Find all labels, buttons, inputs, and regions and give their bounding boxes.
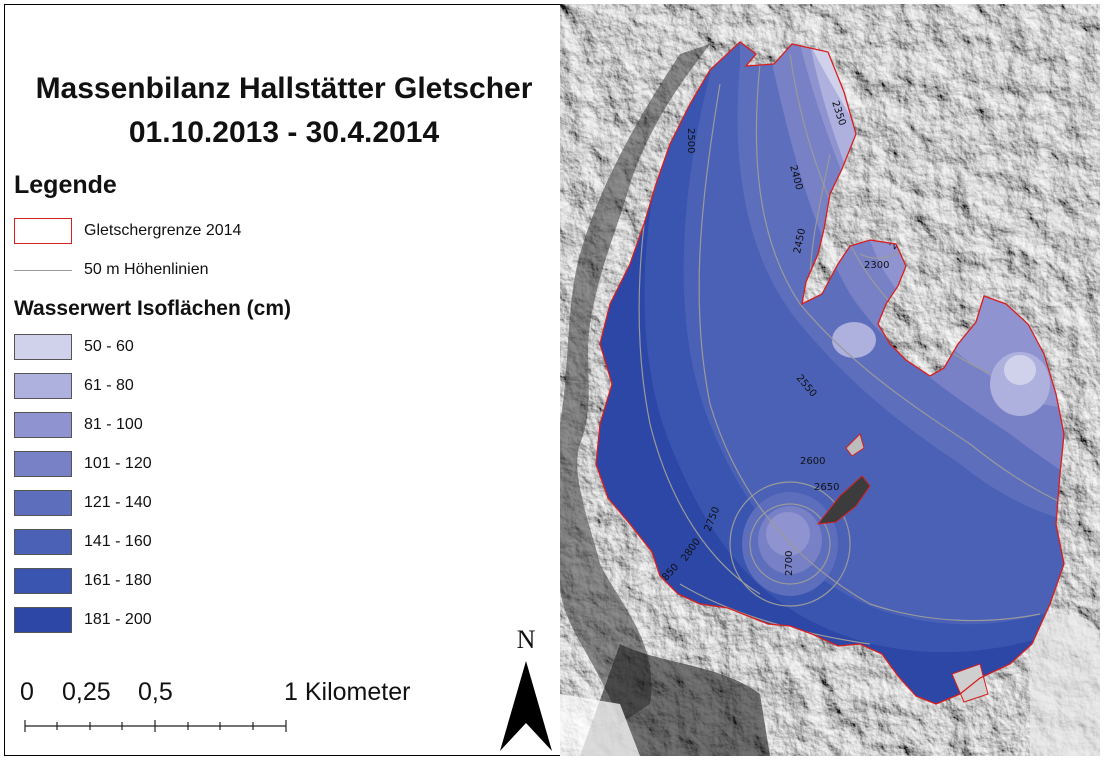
iso-label: 181 - 200 bbox=[84, 611, 152, 628]
iso-label: 161 - 180 bbox=[84, 572, 152, 589]
iso-swatch bbox=[14, 490, 72, 516]
iso-label: 50 - 60 bbox=[84, 338, 134, 355]
iso-swatch bbox=[14, 529, 72, 555]
iso-label: 61 - 80 bbox=[84, 377, 134, 394]
iso-legend-entry: 121 - 140 bbox=[14, 490, 152, 516]
iso-label: 81 - 100 bbox=[84, 416, 143, 433]
scale-label: 0,5 bbox=[138, 678, 173, 706]
north-arrow: N bbox=[496, 625, 556, 753]
iso-legend-entry: 141 - 160 bbox=[14, 529, 152, 555]
legend-heading: Legende bbox=[14, 171, 117, 199]
contour-label: 2650 bbox=[814, 482, 839, 493]
iso-legend-entry: 81 - 100 bbox=[14, 412, 143, 438]
scale-label: 1 Kilometer bbox=[284, 678, 411, 706]
iso-swatch bbox=[14, 451, 72, 477]
iso-swatch bbox=[14, 607, 72, 633]
iso-legend-entry: 101 - 120 bbox=[14, 451, 152, 477]
iso-legend-entry: 50 - 60 bbox=[14, 334, 134, 360]
contour-label: 2450 bbox=[792, 227, 808, 254]
iso-label: 101 - 120 bbox=[84, 455, 152, 472]
north-arrow-icon bbox=[500, 661, 552, 751]
iso-label: 141 - 160 bbox=[84, 533, 152, 550]
iso-legend-heading: Wasserwert Isoflächen (cm) bbox=[14, 297, 291, 320]
iso-swatch bbox=[14, 568, 72, 594]
contour-label: 2300 bbox=[864, 260, 889, 271]
map-date-range: 01.10.2013 - 30.4.2014 bbox=[128, 116, 440, 149]
legend-boundary-label: Gletschergrenze 2014 bbox=[84, 222, 242, 239]
legend-contour-entry: 50 m Höhenlinien bbox=[14, 257, 209, 283]
legend-boundary-entry: Gletschergrenze 2014 bbox=[14, 218, 241, 244]
iso-swatch bbox=[14, 334, 72, 360]
iso-legend-entry: 181 - 200 bbox=[14, 607, 152, 633]
boundary-swatch bbox=[14, 218, 72, 244]
contour-label: 2600 bbox=[800, 456, 825, 467]
iso-legend-entry: 161 - 180 bbox=[14, 568, 152, 594]
iso-label: 121 - 140 bbox=[84, 494, 152, 511]
contour-label: 2700 bbox=[784, 551, 795, 576]
contour-label: 2500 bbox=[685, 128, 696, 153]
north-label: N bbox=[516, 625, 536, 654]
iso-legend-entry: 61 - 80 bbox=[14, 373, 134, 399]
contour-swatch bbox=[14, 257, 72, 283]
legend-contour-label: 50 m Höhenlinien bbox=[84, 261, 209, 278]
glacier-map: 2350 2500 2400 2450 2300 2250 2550 2600 … bbox=[560, 4, 1100, 756]
iso-swatch bbox=[14, 412, 72, 438]
map-title: Massenbilanz Hallstätter Gletscher bbox=[35, 72, 533, 105]
scale-ruler bbox=[24, 720, 287, 732]
scale-label: 0 bbox=[20, 678, 34, 706]
iso-swatch bbox=[14, 373, 72, 399]
scale-label: 0,25 bbox=[62, 678, 111, 706]
